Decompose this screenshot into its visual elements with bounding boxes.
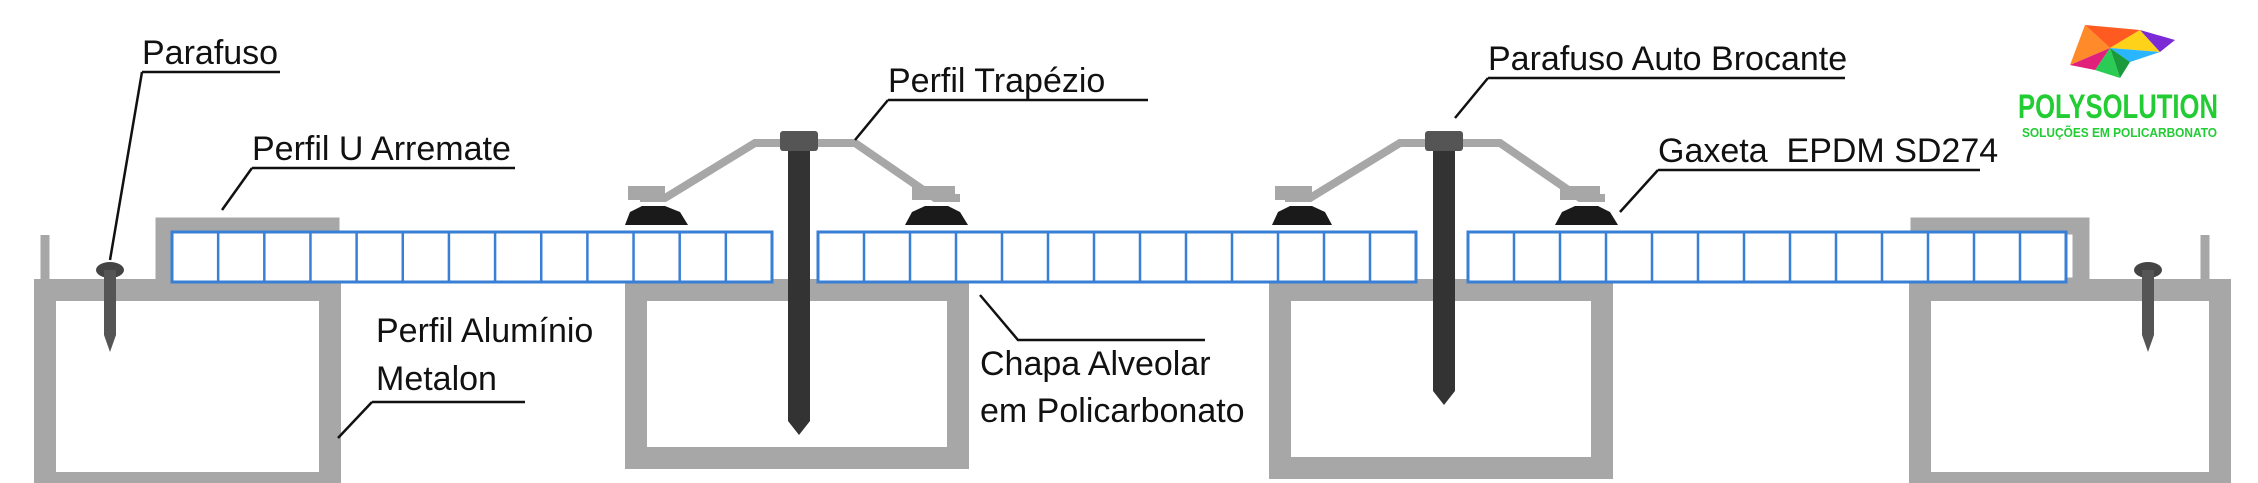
label-metalon: Metalon — [376, 360, 497, 398]
right-edge-profile — [1910, 217, 2210, 290]
metalon-tube-4 — [1909, 279, 2231, 483]
gasket-2 — [905, 206, 968, 225]
logo-name: POLYSOLUTION — [2018, 88, 2218, 126]
metalon-tube-1 — [34, 279, 341, 483]
gasket-4 — [1555, 206, 1618, 225]
label-em-policarbonato: em Policarbonato — [980, 392, 1245, 430]
label-perfil-trapezio: Perfil Trapézio — [888, 62, 1105, 100]
label-chapa-alveolar: Chapa Alveolar — [980, 345, 1211, 383]
gasket-1 — [625, 206, 688, 225]
self-drilling-screw-2 — [1425, 131, 1463, 405]
polycarbonate-sheet-2 — [816, 230, 1418, 284]
logo-tagline: SOLUÇÕES EM POLICARBONATO — [2022, 125, 2217, 140]
leader-perfil-aluminio — [337, 400, 525, 439]
leader-parafuso-auto — [1454, 76, 1845, 119]
polysolution-logo: POLYSOLUTION SOLUÇÕES EM POLICARBONATO — [2018, 25, 2218, 140]
edge-screw-left — [96, 262, 124, 352]
self-drilling-screw-1 — [780, 131, 818, 435]
label-perfil-u-arremate: Perfil U Arremate — [252, 130, 511, 168]
leader-parafuso — [108, 70, 280, 261]
polycarbonate-sheet-3 — [1466, 230, 2068, 284]
label-parafuso: Parafuso — [142, 34, 278, 72]
leader-chapa — [979, 294, 1205, 342]
label-perfil-aluminio: Perfil Alumínio — [376, 312, 593, 350]
edge-screw-right — [2134, 262, 2162, 352]
label-parafuso-auto-brocante: Parafuso Auto Brocante — [1488, 40, 1847, 78]
label-gaxeta-epdm: Gaxeta EPDM SD274 — [1658, 132, 1998, 170]
polycarbonate-sheets — [170, 230, 2068, 284]
logo-mark-icon — [2070, 25, 2175, 78]
leader-trapezio — [854, 98, 1148, 141]
gasket-3 — [1272, 206, 1332, 225]
leader-gaxeta — [1619, 168, 1980, 213]
leader-perfil-u — [220, 166, 515, 211]
polycarbonate-sheet-1 — [170, 230, 774, 284]
